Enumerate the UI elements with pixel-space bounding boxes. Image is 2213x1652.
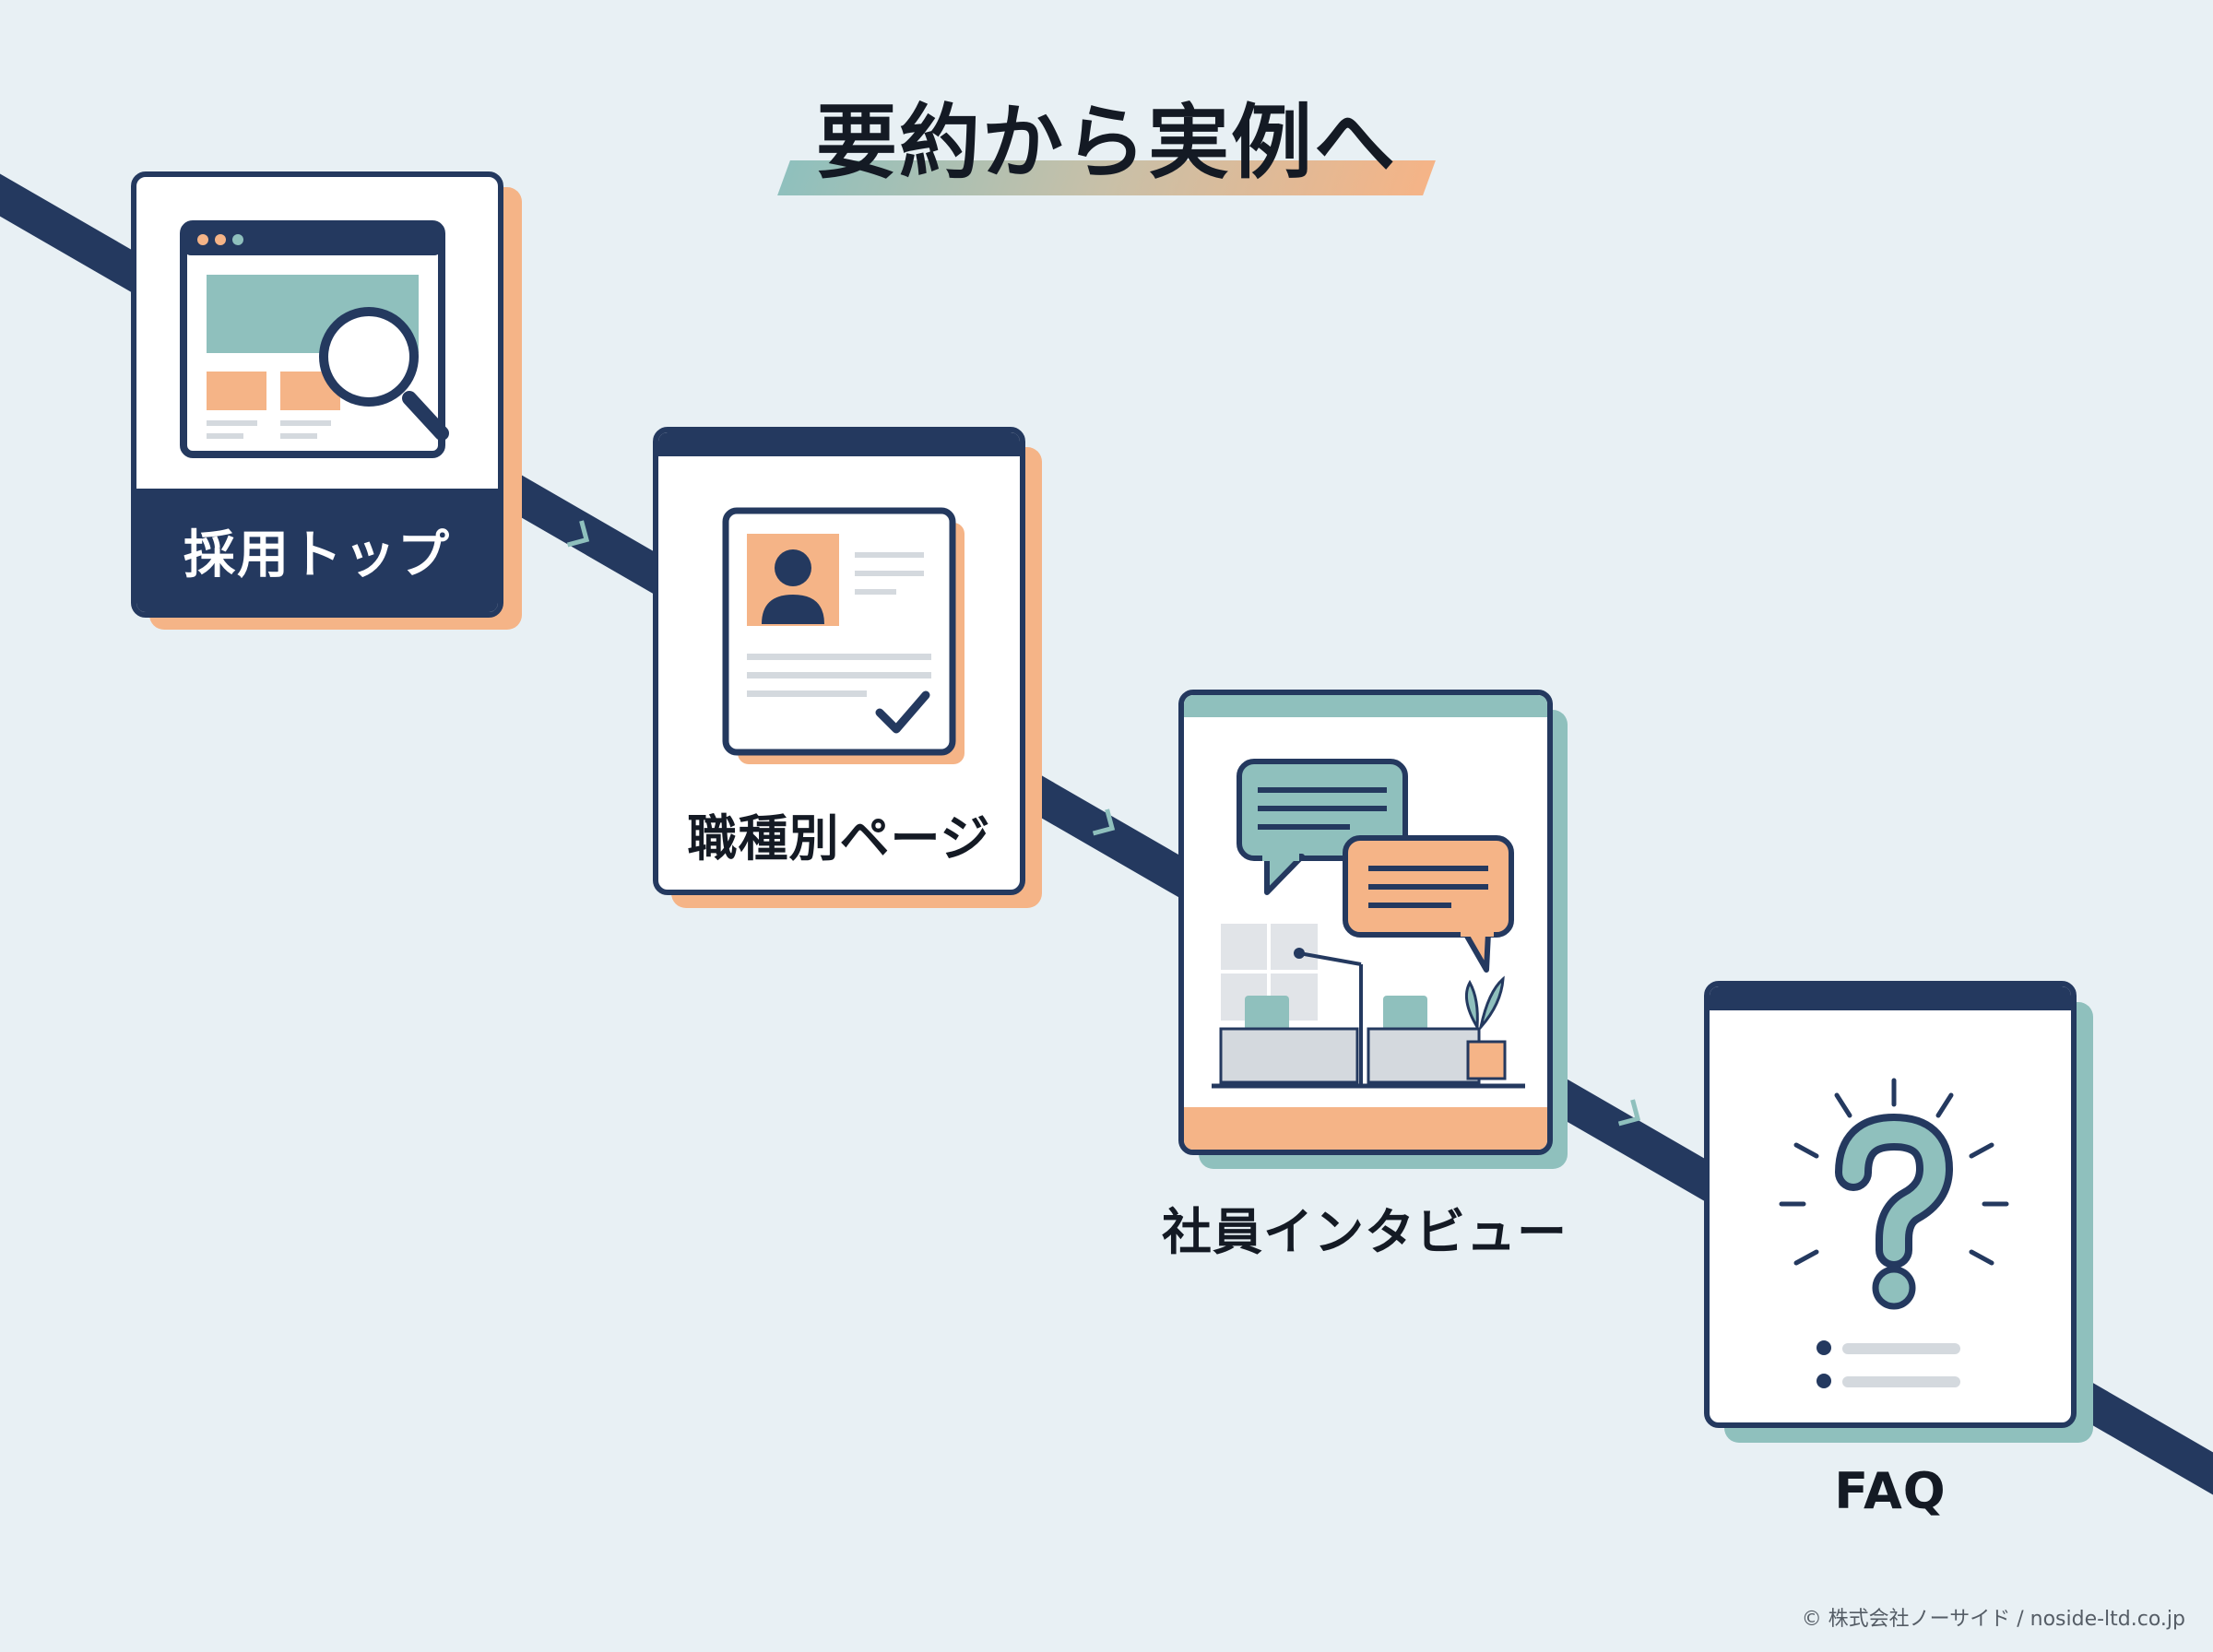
arrow-chevron-1 <box>566 520 590 548</box>
step-2-topbar <box>658 432 1020 456</box>
step-4-label: FAQ <box>1834 1462 1947 1520</box>
step-2-card[interactable]: 職種別ページ <box>653 427 1025 895</box>
step-3-topbar <box>1184 695 1547 717</box>
profile-document-icon <box>722 507 964 764</box>
step-4-card[interactable] <box>1704 981 2077 1428</box>
step-3-label: 社員インタビュー <box>1162 1203 1568 1261</box>
page-title: 要約から実例へ <box>815 95 1397 190</box>
question-icon <box>1779 1078 2009 1388</box>
arrow-chevron-3 <box>1617 1099 1641 1127</box>
step-1-label: 採用トップ <box>183 525 451 585</box>
step-1-card[interactable]: 採用トップ <box>131 171 503 618</box>
arrow-chevron-2 <box>1092 808 1116 836</box>
interview-office-icon <box>1212 759 1525 1089</box>
browser-search-icon <box>180 220 449 458</box>
copyright-text: © 株式会社ノーサイド / noside-ltd.co.jp <box>1801 1608 2185 1631</box>
step-1-footer: 採用トップ <box>136 489 498 612</box>
title-block: 要約から実例へ <box>775 92 1438 203</box>
step-4-topbar <box>1710 986 2071 1010</box>
step-3-bottombar <box>1184 1107 1547 1150</box>
step-2-label: 職種別ページ <box>687 809 991 867</box>
step-3-card[interactable] <box>1178 690 1553 1155</box>
